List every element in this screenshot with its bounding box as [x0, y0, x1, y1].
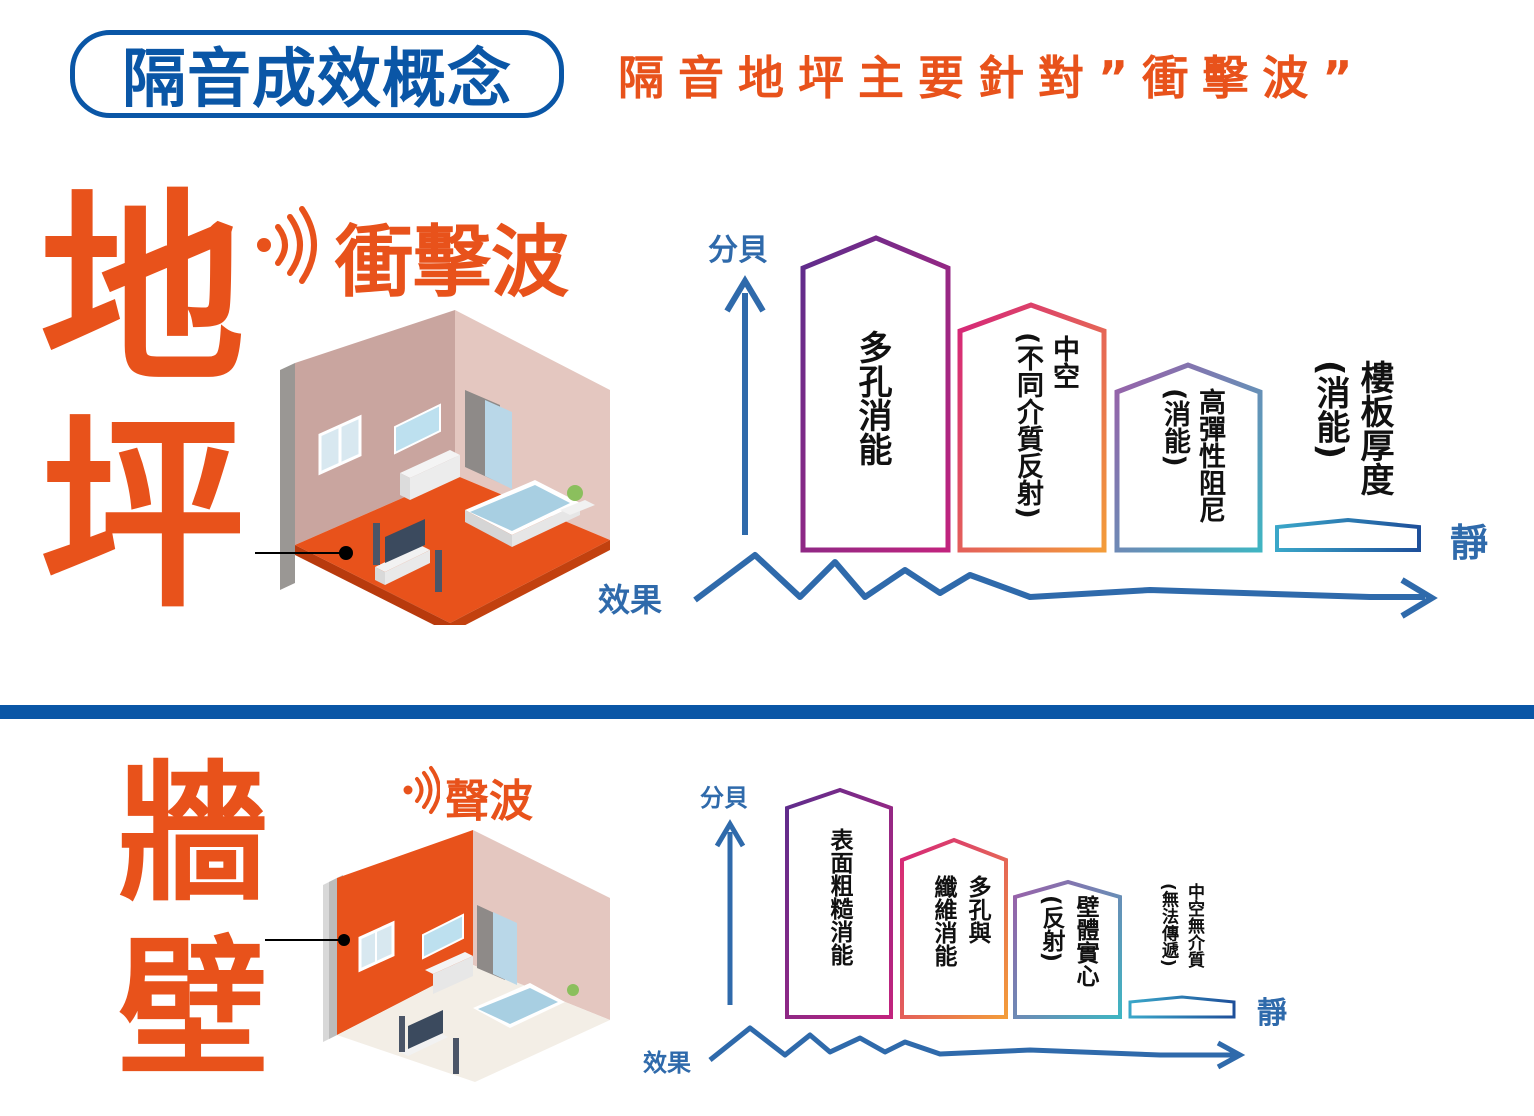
wall-wave-label: 聲波	[445, 776, 533, 827]
wall-room-illustration	[323, 830, 610, 1082]
wall-pointer-line	[265, 939, 345, 941]
floor-block-4-label-2: (消能)	[1310, 360, 1350, 460]
wall-chart	[708, 787, 1246, 1070]
wall-block-3-label-2: (反射)	[1038, 895, 1064, 963]
floor-block-1-label: 多孔消能	[852, 330, 892, 466]
header-title-badge: 隔音成效概念	[70, 30, 564, 118]
header-subtitle: 隔音地坪主要針對”衝擊波”	[618, 51, 1367, 105]
header-title: 隔音成效概念	[122, 43, 512, 117]
floor-block-2-label-2: (不同介質反射)	[1012, 332, 1043, 519]
floor-pointer-line	[255, 552, 348, 554]
wall-block-3-label-1: 壁體實心	[1072, 895, 1098, 987]
wall-block-2-label-2: 纖維消能	[930, 875, 956, 967]
wall-block-2-label-1: 多孔與	[964, 875, 990, 944]
floor-wave-label: 衝擊波	[335, 218, 570, 308]
wall-block-1-label: 表面粗糙消能	[826, 828, 852, 966]
wall-title-char-2: 壁	[118, 923, 269, 1097]
floor-y-axis-label: 分貝	[708, 233, 768, 268]
wall-x-axis-label: 效果	[643, 1049, 691, 1077]
sound-wave-icon	[403, 766, 440, 814]
floor-title-char-2: 坪	[40, 398, 245, 636]
floor-block-3-label-2: (消能)	[1159, 388, 1190, 467]
wall-y-axis-label: 分貝	[700, 784, 748, 812]
wall-block-4-label-1: 中空無介質	[1184, 883, 1204, 968]
floor-end-label: 靜	[1450, 521, 1489, 565]
floor-room-illustration	[280, 310, 610, 625]
sound-wave-icon	[257, 206, 317, 284]
wall-block-4-label-2: (無法傳遞)	[1158, 883, 1178, 967]
floor-block-2-label-1: 中空	[1048, 335, 1079, 389]
floor-chart	[693, 235, 1438, 619]
section-divider	[0, 705, 1534, 719]
floor-block-3-label-1: 高彈性阻尼	[1194, 388, 1225, 523]
wall-title-char-1: 牆	[118, 748, 269, 922]
floor-x-axis-label: 效果	[598, 581, 663, 619]
floor-block-4-label-1: 樓板厚度	[1354, 360, 1394, 496]
floor-title-char-1: 地	[40, 173, 245, 411]
wall-end-label: 靜	[1257, 996, 1287, 1031]
